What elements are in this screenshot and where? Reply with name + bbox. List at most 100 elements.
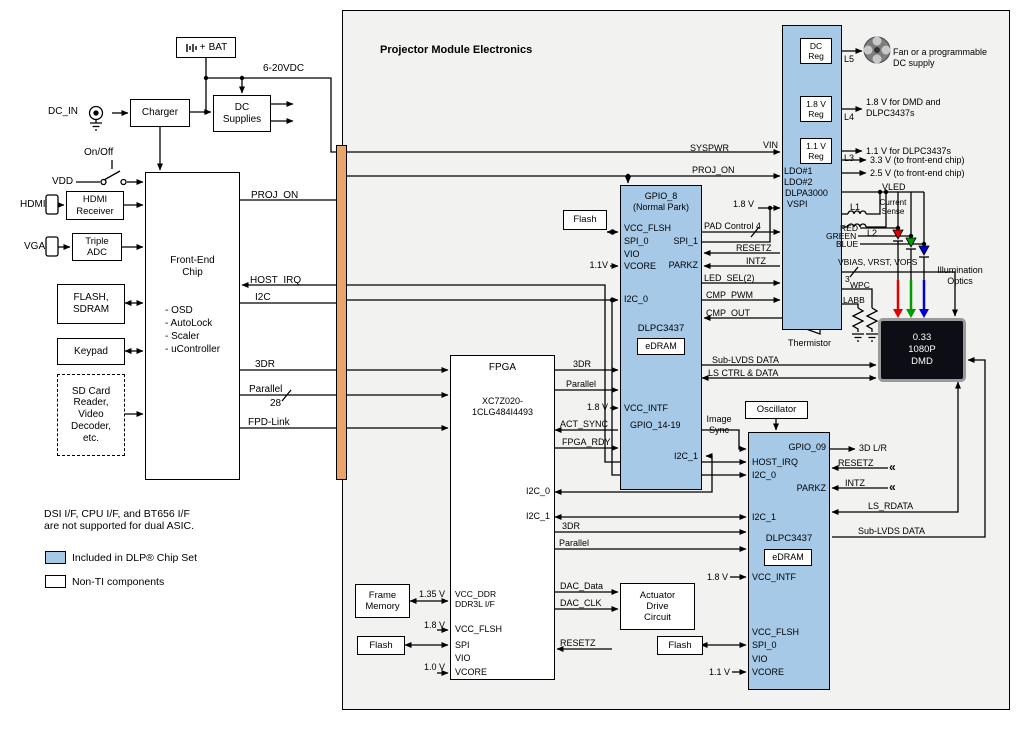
label-resetz-fpga: RESETZ xyxy=(560,638,596,648)
label-ls-rdata: LS_RDATA xyxy=(868,501,914,511)
label-green: GREEN xyxy=(826,231,857,241)
battery-plus: + xyxy=(199,41,206,53)
pin-vio-top: VIO xyxy=(624,249,640,259)
junction-dots xyxy=(203,75,927,303)
pin-i2c0-fpga: I2C_0 xyxy=(525,486,550,496)
keypad-block: Keypad xyxy=(57,338,125,365)
label-labb: LABB xyxy=(843,295,865,305)
label-pad-control: PAD Control 4 xyxy=(704,221,761,231)
label-vbias-width: 3 xyxy=(845,274,850,284)
label-proj-on: PROJ_ON xyxy=(251,190,299,201)
dc-supplies-block: DC Supplies xyxy=(213,95,271,132)
hdmi-connector-icon xyxy=(45,194,59,215)
label-thermistor: Thermistor xyxy=(788,338,832,348)
front-end-chip-title: Front-End Chip xyxy=(170,255,215,278)
power-switch-icon xyxy=(100,178,127,186)
label-3d-lr: 3D L/R xyxy=(859,443,888,453)
front-end-chip-item: - Scaler xyxy=(165,331,200,342)
pin-spi1: SPI_1 xyxy=(673,236,698,246)
panel-title: Projector Module Electronics xyxy=(380,44,533,56)
dlpa3000-name: DLPA3000 xyxy=(785,188,828,198)
resistor-icon xyxy=(865,307,879,332)
pin-spi0-top: SPI_0 xyxy=(624,236,649,246)
pin-vio-fpga: VIO xyxy=(455,653,471,663)
actuator-drive-block: Actuator Drive Circuit xyxy=(620,583,695,630)
label-vspi-18v: 1.8 V xyxy=(732,199,754,209)
label-135v: 1.35 V xyxy=(418,589,445,599)
label-hdmi: HDMI xyxy=(20,199,46,210)
pin-vcore-bot: VCORE xyxy=(752,667,785,677)
edram-top-block: eDRAM xyxy=(637,338,685,355)
oscillator-block: Oscillator xyxy=(745,401,808,419)
label-10v: 1.0 V xyxy=(423,662,445,672)
label-red: RED xyxy=(840,223,858,233)
pin-ldo1: LDO#1 xyxy=(784,166,813,176)
pin-i2c1-fpga: I2C_1 xyxy=(525,511,550,521)
label-resetz-bot: RESETZ xyxy=(838,458,874,468)
fpga-part: XC7Z020- 1CLG484I4493 xyxy=(471,396,534,417)
v11-reg-block: 1.1 V Reg xyxy=(800,138,832,164)
pin-vcc-flsh-fpga: VCC_FLSH xyxy=(455,624,503,634)
label-intz-bot: INTZ xyxy=(845,478,865,488)
label-syspwr: SYSPWR xyxy=(690,143,730,153)
label-l3: L3 xyxy=(844,153,855,163)
pin-parkz-bot: PARKZ xyxy=(796,483,826,493)
front-end-chip-item: - uController xyxy=(165,344,221,355)
pin-vio-bot: VIO xyxy=(752,654,768,664)
v18-reg-block: 1.8 V Reg xyxy=(800,96,832,122)
offpage-connector-resetz: « xyxy=(889,460,896,474)
pin-vin: VIN xyxy=(762,140,778,150)
pin-i2c0-bot: I2C_0 xyxy=(752,470,777,480)
frame-memory-block: Frame Memory xyxy=(355,584,410,618)
green-led-icon xyxy=(905,237,917,248)
edram-bottom-block: eDRAM xyxy=(764,549,812,566)
flash-bottom-block: Flash xyxy=(657,636,703,655)
label-parallel-top: Parallel xyxy=(566,379,597,389)
legend-nonti-swatch xyxy=(45,575,66,588)
red-led-icon xyxy=(892,229,904,240)
sd-card-block: SD Card Reader, Video Decoder, etc. xyxy=(57,374,125,456)
legend-dlp-swatch xyxy=(45,551,66,564)
label-parallel: Parallel xyxy=(249,384,283,395)
dlpc-top-name: DLPC3437 xyxy=(637,323,685,334)
dc-jack-icon xyxy=(88,105,104,131)
label-fpd-link: FPD-Link xyxy=(248,417,290,428)
ground-icon xyxy=(866,333,878,342)
label-18v-bot: 1.8 V xyxy=(706,572,728,582)
inductor-icon xyxy=(847,223,867,228)
thermistor-icon xyxy=(851,307,865,332)
pin-vcc-ddr: VCC_DDR DDR3L I/F xyxy=(455,589,497,610)
pin-ldo2: LDO#2 xyxy=(784,177,813,187)
flash-fpga-block: Flash xyxy=(357,636,405,655)
label-act-sync: ACT_SYNC xyxy=(560,419,609,429)
v11-note: 1.1 V for DLPC3437s xyxy=(866,146,952,156)
label-fpga-rdy: FPGA_RDY xyxy=(562,437,611,447)
battery-icon xyxy=(186,43,197,52)
label-vled: VLED xyxy=(882,182,906,192)
pin-vcc-flsh-bot: VCC_FLSH xyxy=(752,627,800,637)
pin-vcore-fpga: VCORE xyxy=(455,667,488,677)
dlpa3000-block xyxy=(782,25,842,330)
label-current-sense: Current Sense xyxy=(879,198,907,217)
legend-nonti-label: Non-TI components xyxy=(72,576,165,588)
vga-connector-icon xyxy=(45,236,59,257)
pin-vcore-top: VCORE xyxy=(624,261,657,271)
inductor-icon xyxy=(847,210,867,215)
label-l4: L4 xyxy=(844,112,855,122)
pin-vcc-intf-bot: VCC_INTF xyxy=(752,572,797,582)
ground-icon xyxy=(852,333,864,342)
label-vdd: VDD xyxy=(52,176,74,187)
pin-host-irq-bot: HOST_IRQ xyxy=(752,457,799,467)
fan-note: Fan or a programmable DC supply xyxy=(893,47,988,68)
front-end-chip-item: - AutoLock xyxy=(165,318,213,329)
label-wpc: WPC xyxy=(850,280,870,290)
board-connector-bar xyxy=(336,145,347,480)
pin-i2c0-top: I2C_0 xyxy=(624,294,649,304)
label-vbias: VBIAS, VRST, VOFS xyxy=(838,257,918,267)
pin-i2c1-bot: I2C_1 xyxy=(752,512,777,522)
label-3dr-top: 3DR xyxy=(573,359,592,369)
label-resetz-top: RESETZ xyxy=(736,243,772,253)
dmd-block: 0.33 1080P DMD xyxy=(878,318,966,382)
label-18v-intf-top: 1.8 V xyxy=(586,402,608,412)
pin-gpio09: GPIO_09 xyxy=(788,442,826,452)
